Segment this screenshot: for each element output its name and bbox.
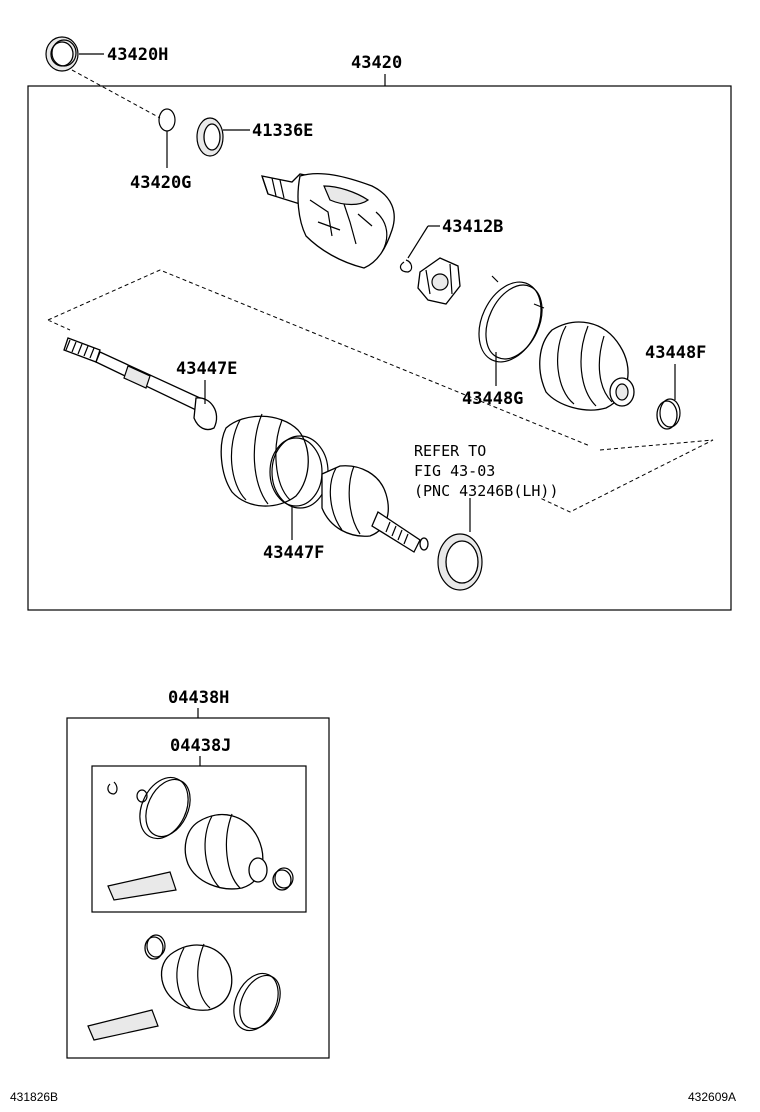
label-43420g[interactable]: 43420G xyxy=(130,173,191,193)
kit-h-grease-pack[interactable] xyxy=(87,1009,159,1041)
part-drive-shaft[interactable] xyxy=(63,337,218,431)
part-bearing-seal[interactable] xyxy=(437,533,483,591)
part-43420g-snap-ring[interactable] xyxy=(158,108,176,132)
part-outboard-boot[interactable] xyxy=(539,321,635,411)
label-04438h[interactable]: 04438H xyxy=(168,688,229,708)
part-43420h-seal[interactable] xyxy=(45,36,79,72)
kit-04438j-frame xyxy=(91,765,307,913)
reference-note: REFER TO FIG 43-03 (PNC 43246B(LH)) xyxy=(414,442,559,500)
label-43420[interactable]: 43420 xyxy=(351,53,402,73)
label-43412b[interactable]: 43412B xyxy=(442,217,503,237)
label-43447e[interactable]: 43447E xyxy=(176,359,237,379)
part-41336e-dust-deflector[interactable] xyxy=(196,117,224,157)
kit-h-small-band[interactable] xyxy=(144,934,166,960)
part-tripod-joint[interactable] xyxy=(417,257,461,305)
kit-j-clip[interactable] xyxy=(136,789,148,803)
note-line-1: REFER TO xyxy=(414,442,486,460)
label-04438j[interactable]: 04438J xyxy=(170,736,231,756)
part-43448g-boot-band[interactable] xyxy=(467,272,553,372)
part-inboard-boot[interactable] xyxy=(220,413,309,507)
label-43420h[interactable]: 43420H xyxy=(107,45,168,65)
label-41336e[interactable]: 41336E xyxy=(252,121,313,141)
part-43412b-clip[interactable] xyxy=(399,259,413,273)
label-43447f[interactable]: 43447F xyxy=(263,543,324,563)
kit-h-boot[interactable] xyxy=(160,943,233,1011)
part-outer-joint-boot[interactable] xyxy=(321,465,429,553)
kit-j-small-band[interactable] xyxy=(272,867,294,891)
kit-h-large-band[interactable] xyxy=(225,966,288,1037)
kit-04438h-frame xyxy=(66,717,330,1059)
kit-j-snap-ring[interactable] xyxy=(107,781,118,795)
dashed-link-43420h xyxy=(71,69,161,119)
part-outboard-joint-housing[interactable] xyxy=(261,173,395,269)
note-line-3: (PNC 43246B(LH)) xyxy=(414,482,559,500)
kit-j-large-band[interactable] xyxy=(131,770,199,847)
illustration-code-right: 432609A xyxy=(688,1090,736,1104)
kit-j-grease-pack[interactable] xyxy=(107,871,177,901)
part-43448f-boot-band[interactable] xyxy=(656,398,681,430)
illustration-code-left: 431826B xyxy=(10,1090,58,1104)
label-43448f[interactable]: 43448F xyxy=(645,343,706,363)
leader-43412b xyxy=(407,225,429,259)
assembly-43420-frame xyxy=(27,85,732,611)
label-43448g[interactable]: 43448G xyxy=(462,389,523,409)
note-line-2: FIG 43-03 xyxy=(414,462,495,480)
kit-j-boot[interactable] xyxy=(184,813,268,890)
dashed-group-outline xyxy=(47,269,714,513)
